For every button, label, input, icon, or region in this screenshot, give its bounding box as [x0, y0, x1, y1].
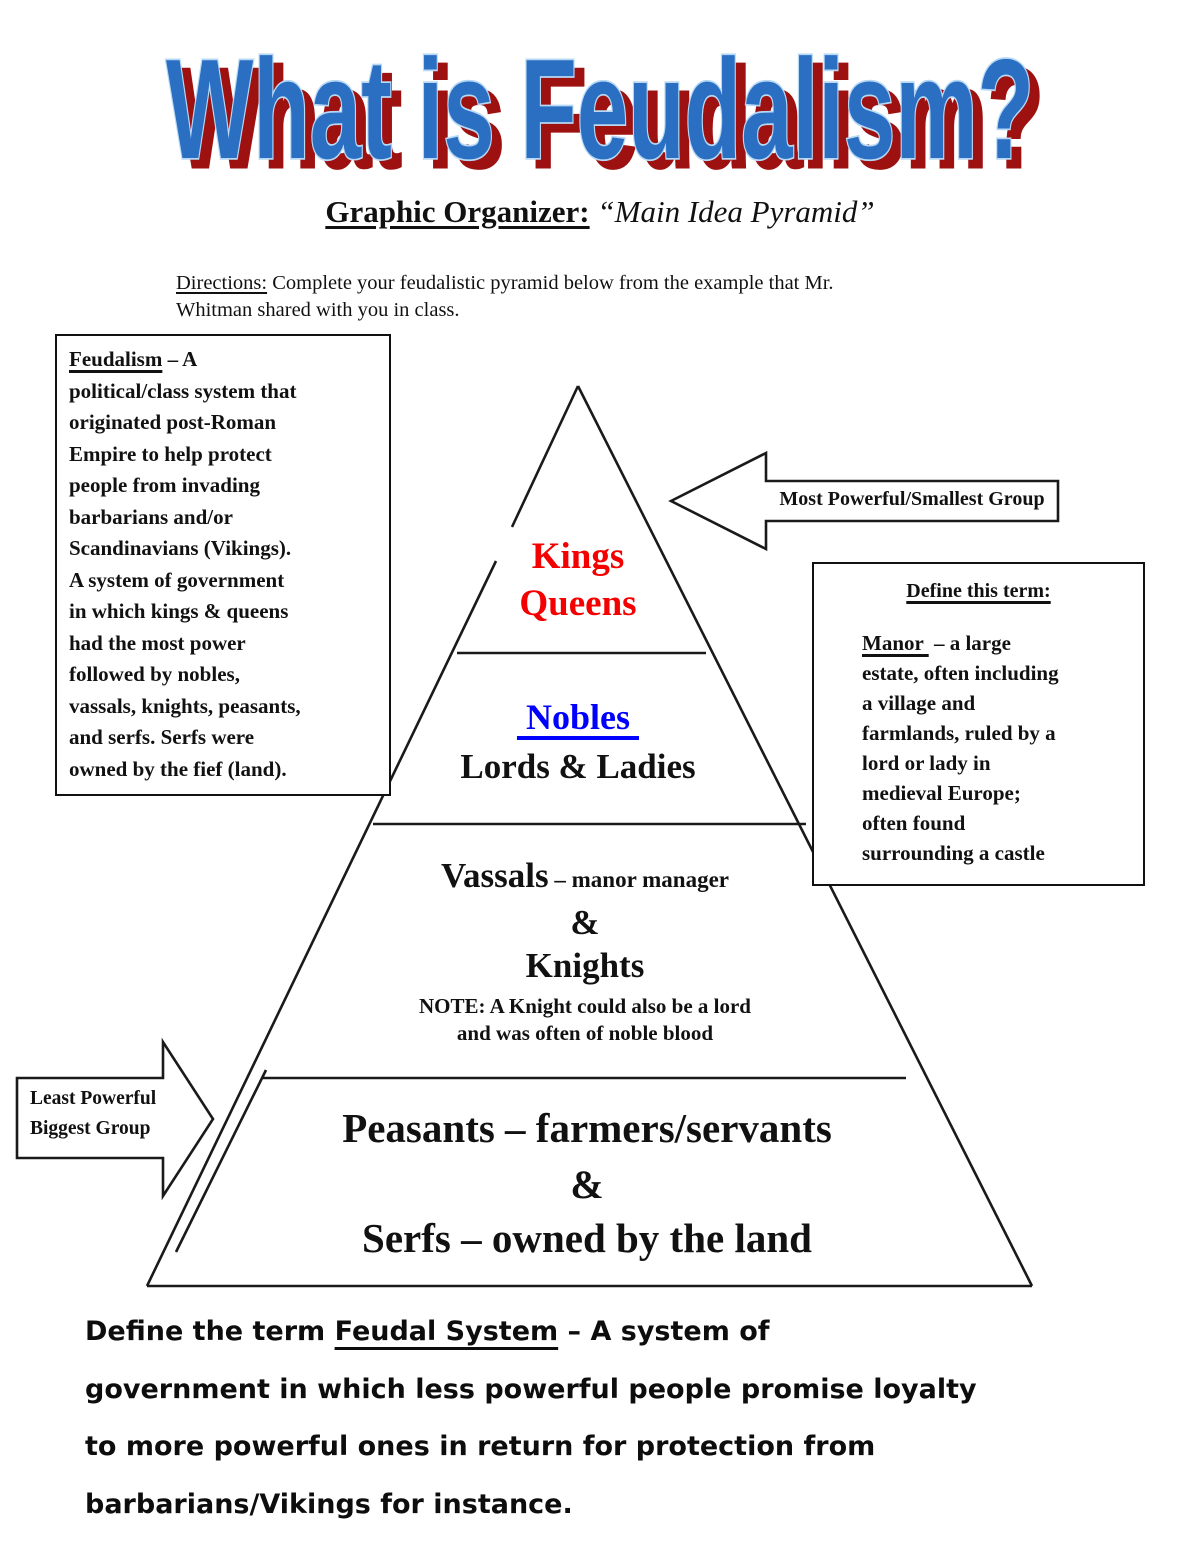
least-powerful-arrow: [15, 1037, 215, 1201]
feudalism-term: Feudalism: [69, 347, 163, 371]
kings-label: Kings: [531, 536, 625, 577]
footer-line1-prefix: Define the term: [85, 1316, 335, 1347]
vassals-label: Vassals: [440, 856, 549, 895]
directions: Directions: Complete your feudalistic py…: [176, 270, 996, 324]
title-banner: What is Feudalism? What is Feudalism?: [164, 28, 1045, 196]
least-powerful-line1: Least Powerful: [30, 1088, 157, 1109]
footer-line3: to more powerful ones in return for prot…: [85, 1431, 876, 1462]
define-term-heading: Define this term:: [906, 580, 1051, 602]
feudalism-definition-box: Feudalism – A political/class system tha…: [55, 334, 391, 796]
level-vassals-knights: Vassals – manor manager & Knights NOTE: …: [335, 854, 835, 1047]
serfs-label: Serfs – owned by the land: [362, 1215, 812, 1261]
pyramid-left-edge-upper: [510, 385, 580, 528]
directions-label: Directions:: [176, 272, 268, 294]
define-term-box: Define this term: Manor – a large estate…: [812, 562, 1145, 886]
most-powerful-arrow: [668, 450, 1060, 552]
footer-line2: government in which less powerful people…: [85, 1373, 977, 1405]
pyramid-right-edge: [576, 385, 1034, 1287]
vassals-ampersand: &: [570, 903, 600, 942]
level-peasants-serfs: Peasants – farmers/servants & Serfs – ow…: [287, 1103, 887, 1263]
manor-line1-rest: – a large: [928, 631, 1011, 655]
directions-text-line1: Complete your feudalistic pyramid below …: [267, 272, 834, 294]
footer-line1: Define the term Feudal System – A system…: [85, 1303, 1145, 1361]
page-title-shadow: What is Feudalism?: [176, 39, 1044, 196]
feudalism-line1-rest: – A: [162, 347, 198, 371]
subtitle: Graphic Organizer: “Main Idea Pyramid”: [0, 194, 1200, 230]
footer-line1-suffix: – A system of: [558, 1316, 770, 1347]
knight-note-line2: and was often of noble blood: [456, 1021, 714, 1045]
peasants-ampersand: &: [570, 1162, 604, 1207]
feudal-system-definition: Define the term Feudal System – A system…: [85, 1303, 1145, 1533]
nobles-label: Nobles: [516, 697, 639, 737]
knight-note-line1: NOTE: A Knight could also be a lord: [419, 994, 751, 1018]
peasants-label: Peasants – farmers/servants: [342, 1105, 832, 1151]
pyramid-left-edge-lower: [145, 560, 498, 1287]
subtitle-quote: “Main Idea Pyramid”: [597, 194, 875, 229]
most-powerful-arrow-label: Most Powerful/Smallest Group: [779, 488, 1045, 510]
directions-text-line2: Whitman shared with you in class.: [176, 299, 460, 321]
level-kings-queens: Kings Queens: [400, 533, 756, 627]
subtitle-label: Graphic Organizer:: [325, 194, 590, 229]
pyramid-left-edge-offset-segment: [174, 1069, 268, 1253]
page-title: What is Feudalism?: [166, 30, 1034, 189]
footer-line4: barbarians/Vikings for instance.: [85, 1488, 573, 1520]
knights-label: Knights: [525, 946, 645, 985]
lords-ladies-label: Lords & Ladies: [460, 747, 696, 786]
least-powerful-line2: Biggest Group: [30, 1118, 151, 1139]
vassals-annotation: – manor manager: [548, 867, 730, 892]
manor-term: Manor: [862, 631, 929, 655]
least-powerful-arrow-label: Least Powerful Biggest Group: [30, 1084, 156, 1144]
queens-label: Queens: [519, 583, 637, 624]
feudal-system-term: Feudal System: [334, 1316, 559, 1347]
level-nobles: Nobles Lords & Ladies: [378, 695, 778, 790]
